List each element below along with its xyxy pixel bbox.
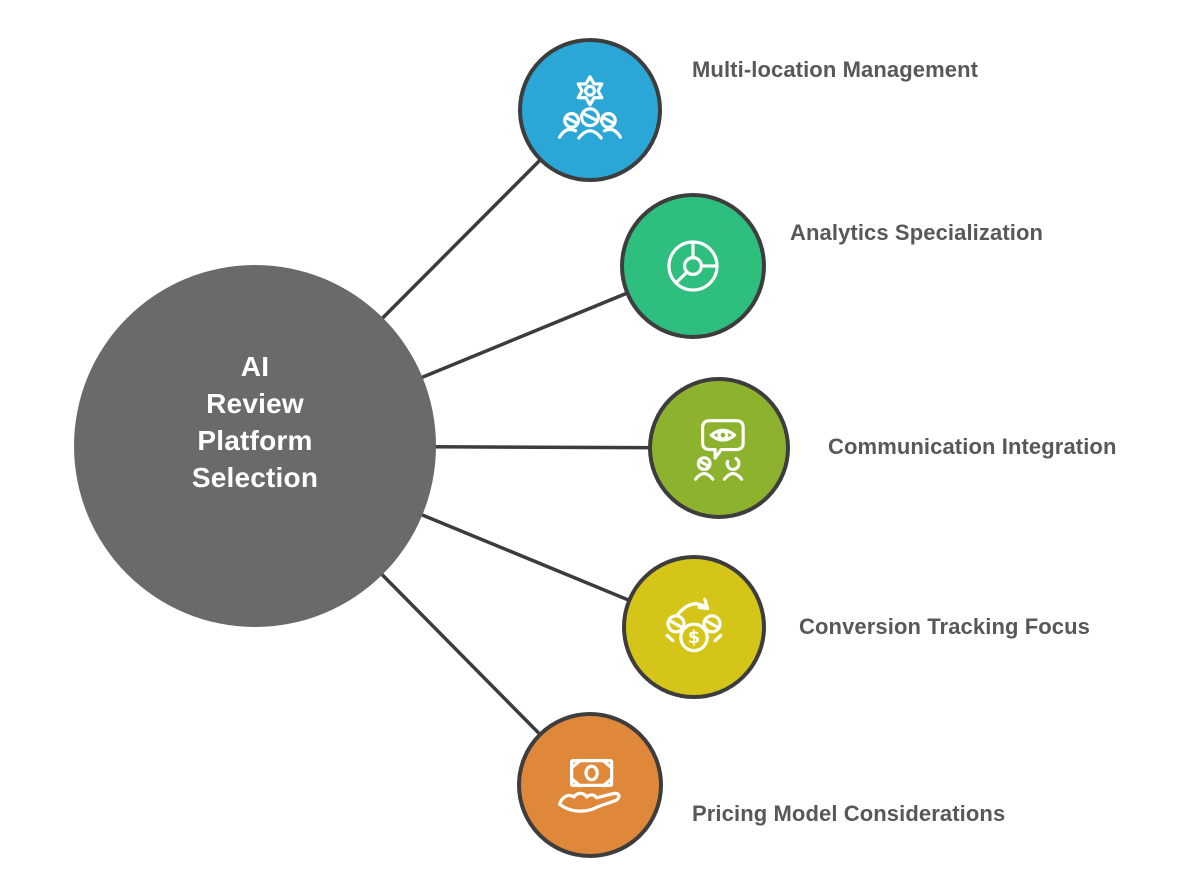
node-communication [648,377,790,519]
node-analytics [620,193,766,339]
center-label-line: Selection [191,462,319,493]
currency-cycle-icon: $ [665,597,723,653]
node-label-analytics: Analytics Specialization [790,220,1044,245]
node-circle-communication [648,377,790,519]
eye-speech-bubble-icon [694,419,745,481]
node-label-pricing: Pricing Model Considerations [692,801,1006,826]
node-multi-location [518,38,662,182]
node-label-communication: Communication Integration [828,434,1117,459]
node-conversion: $ [622,555,766,699]
node-label-conversion: Conversion Tracking Focus [799,614,1091,639]
node-pricing [517,712,663,858]
center-label-line: AI [240,351,270,382]
node-circle-conversion [622,555,766,699]
center-label-line: Platform [197,425,313,456]
cash-hand-icon [558,759,621,813]
gear-team-icon [558,75,623,140]
node-circle-analytics [620,193,766,339]
dollar-sign-glyph: $ [688,628,700,648]
center-node-circle [74,265,436,627]
donut-chart-icon [667,240,719,292]
center-label-line: Review [206,388,304,419]
node-label-multi-location: Multi-location Management [692,57,979,82]
center-node-label: AI Review Platform Selection [85,348,425,496]
